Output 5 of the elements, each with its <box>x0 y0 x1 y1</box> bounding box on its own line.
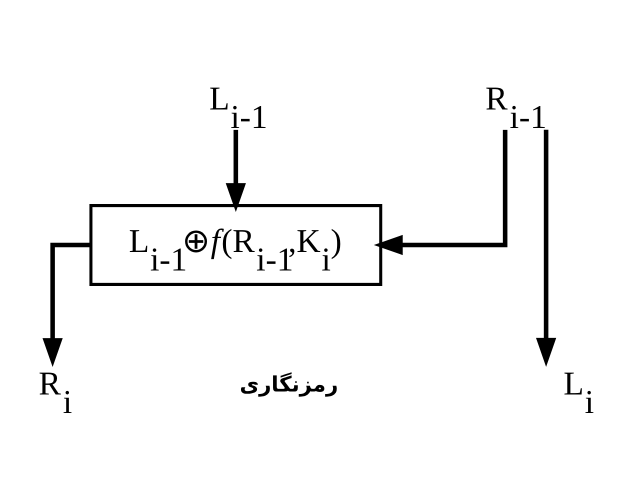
arrow <box>536 130 556 367</box>
arrow <box>42 242 91 368</box>
label: رمزنگاری <box>240 372 338 398</box>
arrow <box>374 130 508 256</box>
arrow <box>226 130 246 212</box>
